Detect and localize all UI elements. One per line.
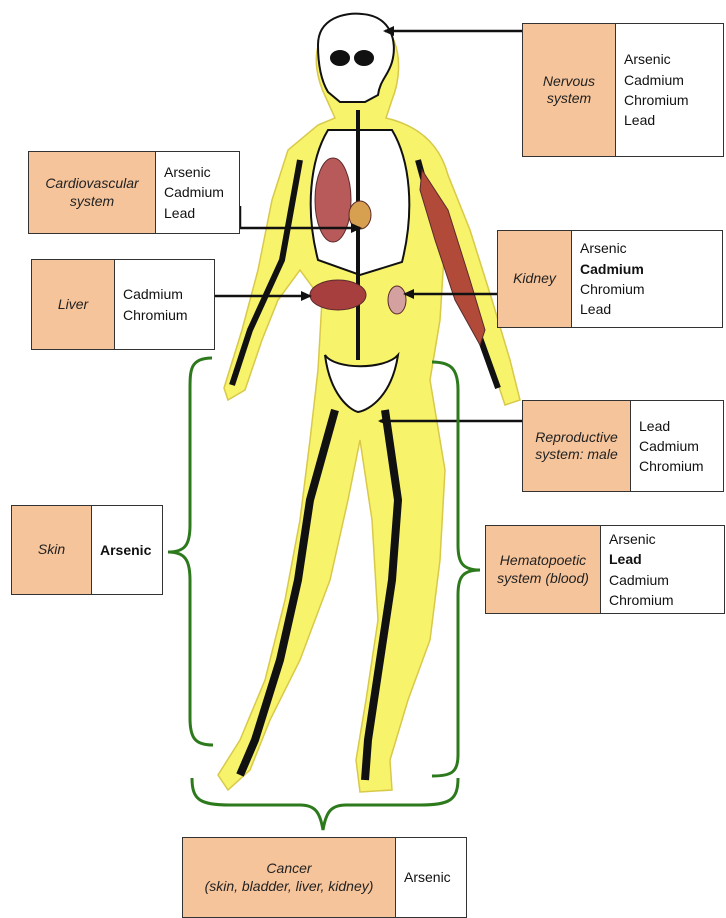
system-text: Liver — [58, 296, 88, 314]
right-eye-socket — [355, 51, 373, 65]
system-label: Liver — [32, 260, 115, 349]
metal-item: Arsenic — [624, 49, 689, 69]
metal-list: Cadmium Chromium — [115, 260, 196, 349]
metal-list: Arsenic Lead Cadmium Chromium — [601, 526, 682, 613]
system-text: system — [45, 193, 138, 211]
metal-list: Arsenic — [396, 838, 459, 917]
system-text: system — [543, 90, 595, 108]
system-text: Reproductive — [535, 429, 618, 447]
box-liver: Liver Cadmium Chromium — [31, 259, 215, 350]
kidney-organ — [388, 286, 406, 314]
system-label: Skin — [12, 506, 92, 594]
metal-list: Arsenic — [92, 506, 159, 594]
metal-item: Cadmium — [580, 259, 645, 279]
metal-item: Chromium — [639, 456, 704, 476]
metal-list: Lead Cadmium Chromium — [631, 401, 712, 491]
metal-item: Chromium — [580, 279, 645, 299]
brace-left — [168, 358, 213, 745]
metal-item: Lead — [639, 416, 704, 436]
system-text: system (blood) — [497, 570, 589, 588]
system-text: (skin, bladder, liver, kidney) — [205, 878, 374, 896]
metal-item: Arsenic — [164, 162, 224, 182]
metal-item: Cadmium — [624, 70, 689, 90]
system-text: Skin — [38, 541, 65, 559]
metal-item: Arsenic — [404, 867, 451, 887]
metal-item: Arsenic — [100, 540, 151, 560]
metal-item: Lead — [164, 203, 224, 223]
metal-item: Arsenic — [609, 529, 674, 549]
system-text: Cardiovascular — [45, 175, 138, 193]
metal-item: Lead — [624, 110, 689, 130]
metal-item: Cadmium — [609, 570, 674, 590]
system-label: Cancer(skin, bladder, liver, kidney) — [183, 838, 396, 917]
system-text: system: male — [535, 446, 618, 464]
metal-item: Chromium — [624, 90, 689, 110]
system-text: Cancer — [205, 860, 374, 878]
metal-item: Arsenic — [580, 238, 645, 258]
box-skin: Skin Arsenic — [11, 505, 163, 595]
lung-left — [315, 158, 351, 242]
box-kidney: Kidney Arsenic Cadmium Chromium Lead — [497, 230, 723, 328]
metal-item: Cadmium — [639, 436, 704, 456]
system-label: Kidney — [498, 231, 572, 327]
metal-item: Lead — [580, 299, 645, 319]
metal-item: Chromium — [123, 305, 188, 325]
liver-organ — [310, 280, 366, 310]
box-cancer: Cancer(skin, bladder, liver, kidney) Ars… — [182, 837, 467, 918]
metal-item: Chromium — [609, 590, 674, 610]
metal-item: Cadmium — [164, 182, 224, 202]
metal-list: Arsenic Cadmium Chromium Lead — [572, 231, 653, 327]
left-eye-socket — [331, 51, 349, 65]
system-text: Hematopoetic — [497, 552, 589, 570]
metal-list: Arsenic Cadmium Lead — [156, 152, 232, 233]
metal-item: Cadmium — [123, 284, 188, 304]
metal-list: Arsenic Cadmium Chromium Lead — [616, 24, 697, 156]
system-text: Nervous — [543, 73, 595, 91]
metal-item: Lead — [609, 549, 674, 569]
system-text: Kidney — [513, 270, 556, 288]
